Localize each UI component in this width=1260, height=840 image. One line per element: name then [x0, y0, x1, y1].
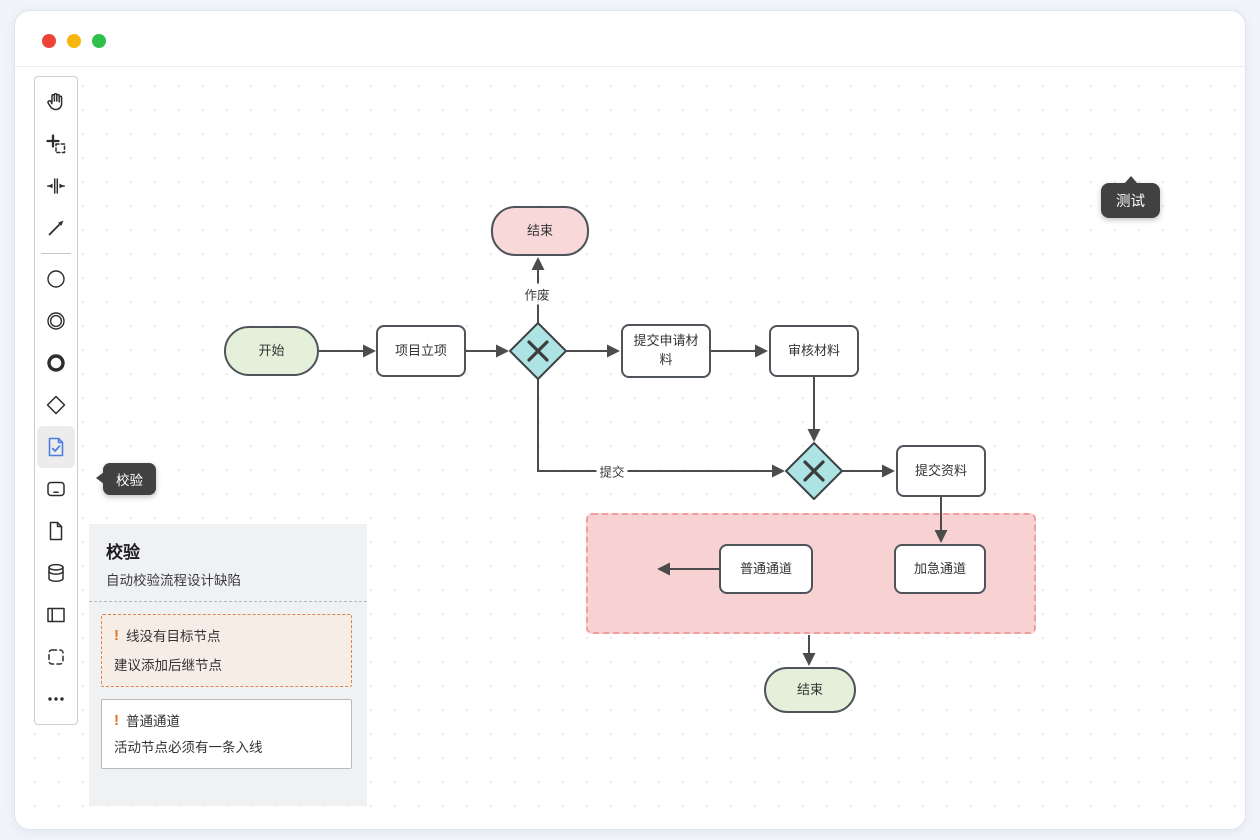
- pan-hand-tool[interactable]: [37, 81, 75, 123]
- marquee-select-tool[interactable]: [37, 123, 75, 165]
- close-window-button[interactable]: [42, 34, 56, 48]
- test-tooltip-label: 测试: [1116, 194, 1145, 210]
- diamond-icon: [46, 395, 66, 415]
- node-review-materials[interactable]: 审核材料: [769, 325, 859, 377]
- validation-issue-card[interactable]: ! 普通通道 活动节点必须有一条入线: [101, 699, 352, 769]
- node-express-channel[interactable]: 加急通道: [894, 544, 986, 594]
- validate-tooltip: 校验: [96, 463, 156, 495]
- tooltip-caret: [96, 472, 104, 484]
- circle-shape-tool[interactable]: [37, 258, 75, 300]
- issue-detail: 建议添加后继节点: [114, 658, 222, 673]
- space-evenly-icon: [47, 178, 65, 194]
- pool-lane-icon: [47, 607, 65, 623]
- minimize-window-button[interactable]: [67, 34, 81, 48]
- connector-arrow-tool[interactable]: [37, 207, 75, 249]
- warning-exclamation-icon: !: [114, 711, 119, 729]
- validate-tool[interactable]: [37, 426, 75, 468]
- validation-issue-card[interactable]: ! 线没有目标节点 建议添加后继节点: [101, 614, 352, 687]
- zoom-window-button[interactable]: [92, 34, 106, 48]
- node-submit-documents[interactable]: 提交资料: [896, 445, 986, 497]
- issue-detail: 活动节点必须有一条入线: [114, 740, 263, 755]
- test-tooltip: 测试: [1101, 176, 1160, 218]
- node-submit-application[interactable]: 提交申请材料: [621, 324, 711, 378]
- thick-circle-shape-tool[interactable]: [37, 342, 75, 384]
- node-start[interactable]: 开始: [224, 326, 319, 376]
- rounded-rect-shape-tool[interactable]: [37, 468, 75, 510]
- warning-exclamation-icon: !: [114, 626, 119, 644]
- marquee-select-icon: [46, 134, 66, 154]
- node-end-void[interactable]: 结束: [491, 206, 589, 256]
- more-ellipsis-icon: [48, 697, 64, 701]
- validate-doc-check-icon: [48, 437, 64, 457]
- node-project-init[interactable]: 项目立项: [376, 325, 466, 377]
- validate-tooltip-label: 校验: [116, 473, 143, 488]
- validation-panel-subtitle: 自动校验流程设计缺陷: [106, 573, 241, 588]
- toolbar-divider: [41, 253, 71, 254]
- database-shape-tool[interactable]: [37, 552, 75, 594]
- more-shapes-tool[interactable]: [37, 678, 75, 720]
- panel-divider: [89, 601, 367, 602]
- validation-panel: 校验 自动校验流程设计缺陷 ! 线没有目标节点 建议添加后继节点 ! 普通通道 …: [89, 524, 367, 806]
- database-icon: [48, 563, 64, 583]
- app-window: 校验: [14, 10, 1246, 830]
- tooltip-caret: [1123, 176, 1138, 184]
- shape-toolbar: [34, 76, 78, 725]
- issue-title: 线没有目标节点: [126, 629, 221, 644]
- double-circle-icon: [47, 312, 65, 330]
- edge-label-void[interactable]: 作废: [521, 283, 553, 305]
- node-normal-channel[interactable]: 普通通道: [719, 544, 813, 594]
- pan-hand-icon: [47, 93, 63, 111]
- connector-arrow-icon: [48, 220, 64, 236]
- double-circle-shape-tool[interactable]: [37, 300, 75, 342]
- edge-label-submit[interactable]: 提交: [596, 460, 628, 482]
- rounded-rect-icon: [47, 481, 65, 497]
- document-shape-tool[interactable]: [37, 510, 75, 552]
- document-icon: [49, 521, 63, 541]
- dashed-frame-shape-tool[interactable]: [37, 636, 75, 678]
- diamond-shape-tool[interactable]: [37, 384, 75, 426]
- thick-circle-icon: [47, 354, 65, 372]
- titlebar: [15, 11, 1245, 67]
- node-end-final[interactable]: 结束: [764, 667, 856, 713]
- validation-panel-title: 校验: [106, 543, 140, 562]
- circle-icon: [47, 270, 65, 288]
- pool-lane-shape-tool[interactable]: [37, 594, 75, 636]
- dashed-frame-icon: [48, 649, 64, 665]
- space-evenly-tool[interactable]: [37, 165, 75, 207]
- issue-title: 普通通道: [126, 714, 180, 729]
